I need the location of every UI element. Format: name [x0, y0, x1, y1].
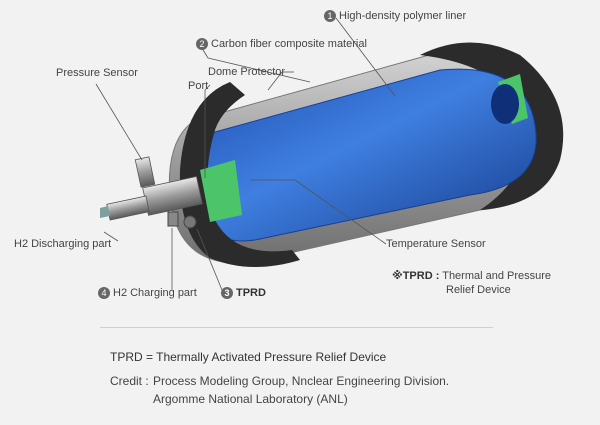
dome-protector-label: Dome Protector: [208, 66, 286, 78]
tprd-note-line2: Relief Device: [446, 284, 511, 296]
divider: [100, 327, 493, 328]
pressure-sensor-body: [134, 156, 156, 188]
number-badge-4: 4: [98, 287, 110, 299]
tprd-label-text: TPRD: [236, 287, 266, 299]
number-badge-3: 3: [221, 287, 233, 299]
tprd-note-line1: Thermal and Pressure: [442, 270, 552, 282]
tprd-note-mark: ※TPRD :: [392, 270, 440, 282]
number-badge-2: 2: [196, 38, 208, 50]
carbon-fiber-label-text: Carbon fiber composite material: [211, 38, 367, 50]
credit-line-1: Process Modeling Group, Nnclear Engineer…: [153, 374, 450, 388]
liner-label-text: High-density polymer liner: [339, 10, 467, 22]
credit-label: Credit :: [110, 374, 149, 388]
polymer-liner: [194, 68, 537, 242]
discharge-nozzle: [106, 195, 150, 221]
port-boss: [200, 160, 242, 222]
h2-charging-label-text: H2 Charging part: [113, 287, 197, 299]
credit-line-2: Argomme National Laboratory (ANL): [153, 392, 348, 406]
number-badge-1: 1: [324, 10, 336, 22]
tprd-definition: TPRD = Thermally Activated Pressure Reli…: [110, 350, 387, 364]
leader-lines: [95, 17, 396, 291]
tprd-note: ※TPRD : Thermal and Pressure: [392, 270, 551, 283]
h2-discharging-label: H2 Discharging part: [14, 238, 112, 250]
pressure-sensor-label: Pressure Sensor: [56, 67, 138, 79]
port-label: Port: [188, 80, 209, 92]
temperature-sensor-label: Temperature Sensor: [386, 238, 486, 250]
